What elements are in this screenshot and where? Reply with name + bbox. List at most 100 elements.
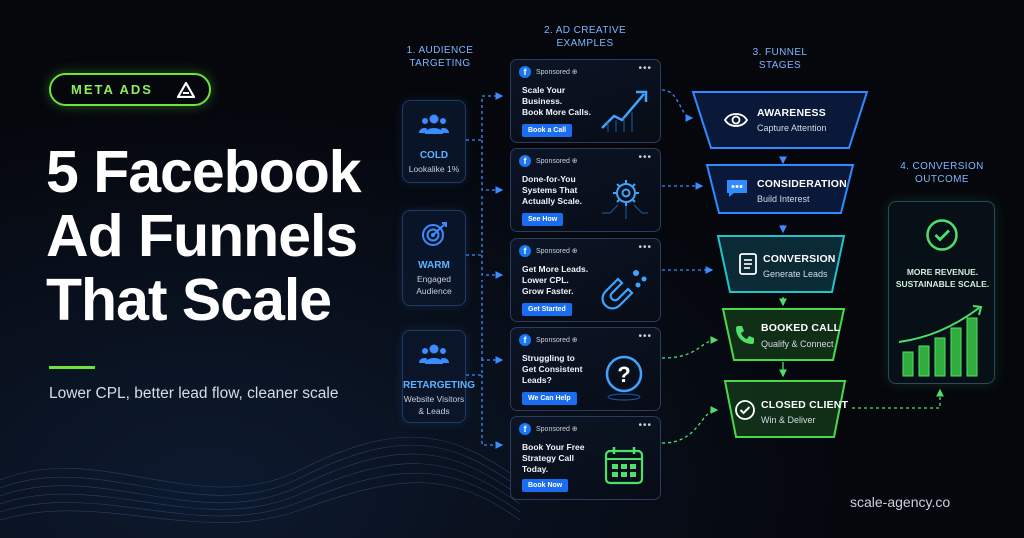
ad-copy: Get More Leads. Lower CPL. Grow Faster. [522,264,606,297]
ad-copy-line: Today. [522,464,549,474]
section-heading-line: OUTCOME [915,174,969,185]
section-heading-outcome: 4. CONVERSION OUTCOME [890,160,994,186]
ad-cta-button[interactable]: Get Started [522,303,572,316]
ad-cta-button[interactable]: Book a Call [522,124,573,137]
stage-shape [705,164,855,214]
audience-subtitle-line: Website Visitors [403,394,465,404]
ad-cta-button[interactable]: Book Now [522,479,569,492]
title-line-1: 5 Facebook [46,139,362,205]
audience-subtitle-line: & Leads [418,406,450,416]
page-title: 5 Facebook Ad Funnels That Scale [46,140,406,332]
section-heading-line: 2. AD CREATIVE [543,25,627,36]
stage-awareness: AWARENESS Capture Attention [691,90,869,150]
sponsored-label: Sponsored ⊕ [536,158,578,165]
facebook-icon: f [519,334,531,346]
magnet-icon [601,270,647,310]
ad-copy-line: Grow Faster. [522,286,574,296]
stage-label: CLOSED CLIENT [761,399,849,411]
facebook-icon: f [519,245,531,257]
ad-card-4[interactable]: f Sponsored ⊕ ••• Struggling to Get Cons… [510,327,661,411]
audience-title: RETARGETING [403,380,476,391]
more-options-icon[interactable]: ••• [638,331,652,342]
sponsored-label: Sponsored ⊕ [536,69,578,76]
target-icon [422,222,447,246]
gear-circuit-icon [602,180,648,219]
ad-copy-line: Book Your Free [522,442,585,452]
sponsored-label: Sponsored ⊕ [536,248,578,255]
audience-title: WARM [418,260,450,271]
wave-decoration [0,436,520,523]
ad-copy-line: Scale Your [522,85,566,95]
audience-card-warm: WARM Engaged Audience [402,210,466,306]
stage-consideration: CONSIDERATION Build Interest [705,163,855,215]
section-heading-line: EXAMPLES [556,38,614,49]
section-heading-line: 4. CONVERSION [900,161,984,172]
growth-arrow-icon [601,90,648,132]
ad-copy-line: Leads? [522,375,552,385]
facebook-icon: f [519,155,531,167]
audience-subtitle: Lookalike 1% [408,164,460,174]
stage-booked-call: BOOKED CALL Qualify & Connect [721,307,846,362]
audience-title: COLD [419,150,449,161]
stage-label: BOOKED CALL [761,322,841,334]
section-heading-line: TARGETING [409,58,471,69]
badge-label: META ADS [71,82,153,97]
facebook-icon: f [519,66,531,78]
more-options-icon[interactable]: ••• [638,242,652,253]
audience-subtitle: Website Visitors & Leads [403,393,465,417]
section-heading-line: 3. FUNNEL [752,47,808,58]
outcome-line: SUSTAINABLE SCALE. [895,279,990,289]
stage-shape [721,308,846,361]
check-circle-icon [926,219,958,251]
ad-copy-line: Business. [522,96,563,106]
outcome-line: MORE REVENUE. [906,267,979,277]
more-options-icon[interactable]: ••• [638,152,652,163]
ad-card-2[interactable]: f Sponsored ⊕ ••• Done-for-You Systems T… [510,148,661,232]
section-heading-line: STAGES [758,60,802,71]
ad-copy: Book Your Free Strategy Call Today. [522,442,606,475]
title-line-2: Ad Funnels [46,203,358,269]
ad-card-3[interactable]: f Sponsored ⊕ ••• Get More Leads. Lower … [510,238,661,322]
ad-copy-line: Lower CPL. [522,275,569,285]
audience-subtitle-line: Engaged [416,274,452,284]
section-heading-line: 1. AUDIENCE [406,45,474,56]
users-icon [419,344,449,364]
audience-card-retargeting: RETARGETING Website Visitors & Leads [402,330,476,423]
stage-sub: Generate Leads [763,269,828,279]
chat-icon [727,180,747,197]
ad-copy-line: Get More Leads. [522,264,589,274]
subtitle: Lower CPL, better lead flow, cleaner sca… [49,385,339,402]
ad-card-1[interactable]: f Sponsored ⊕ ••• Scale Your Business. B… [510,59,661,143]
ad-copy: Struggling to Get Consistent Leads? [522,353,606,386]
section-heading-creative: 2. AD CREATIVE EXAMPLES [535,24,635,50]
ad-copy-line: Get Consistent [522,364,583,374]
users-icon [419,114,449,134]
more-options-icon[interactable]: ••• [638,420,652,431]
question-icon: ? [605,355,643,401]
ad-copy: Scale Your Business. Book More Calls. [522,85,606,118]
logo-icon [177,81,195,98]
title-line-3: That Scale [46,267,332,333]
audience-subtitle: Engaged Audience [403,273,465,297]
sponsored-label: Sponsored ⊕ [536,426,578,433]
stage-sub: Build Interest [757,194,810,204]
stage-shape [691,91,869,149]
ad-cta-button[interactable]: See How [522,213,564,226]
stage-conversion: CONVERSION Generate Leads [716,234,846,294]
stage-sub: Qualify & Connect [761,339,834,349]
section-heading-funnel: 3. FUNNEL STAGES [735,46,825,72]
stage-shape [723,380,847,438]
facebook-icon: f [519,423,531,435]
ad-card-5[interactable]: f Sponsored ⊕ ••• Book Your Free Strateg… [510,416,661,500]
document-icon [739,253,757,275]
stage-sub: Capture Attention [757,123,827,133]
audience-subtitle-line: Audience [416,286,452,296]
outcome-card: MORE REVENUE. SUSTAINABLE SCALE. [888,201,995,384]
website-url[interactable]: scale-agency.co [850,494,951,510]
growth-bars-icon [898,305,983,377]
ad-cta-button[interactable]: We Can Help [522,392,577,405]
eye-icon [724,113,748,127]
more-options-icon[interactable]: ••• [638,63,652,74]
